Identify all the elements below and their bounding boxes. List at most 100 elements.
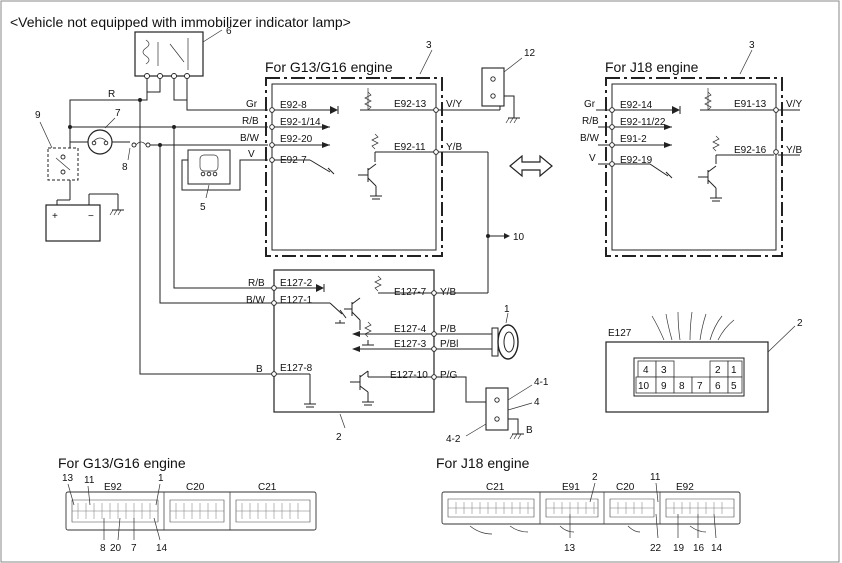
pin-e127-3: E127-3 <box>394 339 427 350</box>
svg-text:9: 9 <box>661 381 667 392</box>
pin-e92-11: E92-11 <box>394 142 426 153</box>
br-bottom-14: 14 <box>711 543 723 554</box>
connector-e127-callout: 2 <box>797 318 803 329</box>
fuse-icon <box>135 141 147 146</box>
connector-label-e92-left: E92 <box>104 482 122 493</box>
coil-callout: 1 <box>504 304 510 315</box>
svg-text:2: 2 <box>715 365 721 376</box>
switch-a-callout: 4-1 <box>534 377 549 388</box>
bl-bottom-20: 20 <box>110 543 122 554</box>
svg-text:8: 8 <box>679 381 685 392</box>
br-bottom-19: 19 <box>673 543 685 554</box>
wire-rb-left: R/B <box>242 116 259 127</box>
tach-out-callout: 10 <box>513 232 525 243</box>
fuse-box-callout: 9 <box>35 110 41 121</box>
wire-gr-right: Gr <box>584 99 596 110</box>
svg-text:−: − <box>88 211 94 222</box>
wire-pg-controller: P/G <box>440 370 457 381</box>
br-bottom-16: 16 <box>693 543 705 554</box>
pin-e127-4: E127-4 <box>394 324 427 335</box>
ground-wire-label: B <box>526 425 533 436</box>
connector-label-e91-right: E91 <box>562 482 580 493</box>
pin-e92-1-14: E92-1/14 <box>280 117 321 128</box>
lamp-icon <box>87 129 113 155</box>
svg-text:1: 1 <box>731 365 737 376</box>
coil-connector <box>491 327 499 357</box>
wire-yb-right: Y/B <box>786 145 802 156</box>
pin-e92-11-22: E92-11/22 <box>620 117 666 128</box>
dlc-callout: 12 <box>524 48 536 59</box>
pin-e127-7: E127-7 <box>394 287 427 298</box>
wire-bw-right: B/W <box>580 133 599 144</box>
svg-text:10: 10 <box>638 381 650 392</box>
main-wire-label: R <box>108 89 115 100</box>
ecm-j18-outline <box>605 77 783 257</box>
ecm-j18-heading: For J18 engine <box>605 59 699 75</box>
br-top-11: 11 <box>650 472 661 483</box>
pin-e91-2: E91-2 <box>620 134 647 145</box>
pin-e92-20: E92-20 <box>280 134 313 145</box>
controller-callout: 2 <box>336 432 342 443</box>
wire-vy-right: V/Y <box>786 99 802 110</box>
br-top-2: 2 <box>592 472 598 483</box>
dlc-connector <box>481 67 505 107</box>
switch-b-callout: 4-2 <box>446 434 461 445</box>
ecm-g13-callout: 3 <box>426 40 432 51</box>
connector-label-e92-right: E92 <box>676 482 694 493</box>
svg-text:6: 6 <box>715 381 721 392</box>
pin-e127-1: E127-1 <box>280 295 313 306</box>
equivalence-arrow-icon <box>509 154 553 178</box>
br-bottom-22: 22 <box>650 543 662 554</box>
connector-label-c20-left: C20 <box>186 482 205 493</box>
coil-antenna-icon <box>497 324 519 360</box>
pin-e92-19: E92-19 <box>620 155 653 166</box>
connector-label-c21-right: C21 <box>486 482 505 493</box>
bottom-left-heading: For G13/G16 engine <box>58 455 186 471</box>
lamp-callout: 7 <box>115 108 121 119</box>
bl-top-1: 1 <box>158 473 164 484</box>
relay <box>134 31 204 79</box>
connector-e127-bottom-row: 10 9 8 7 6 5 <box>635 376 743 394</box>
pin-e92-8: E92-8 <box>280 100 307 111</box>
ecm-g13-heading: For G13/G16 engine <box>265 59 393 75</box>
svg-text:+: + <box>52 211 58 222</box>
switch-callout: 4 <box>534 397 540 408</box>
immobilizer-controller <box>273 269 435 413</box>
wire-bw-controller: B/W <box>246 295 265 306</box>
svg-text:4: 4 <box>643 365 649 376</box>
wire-b-controller: B <box>256 364 263 375</box>
connector-e127-name: E127 <box>608 328 632 339</box>
pin-e91-13: E91-13 <box>734 99 767 110</box>
pin-e127-10: E127-10 <box>390 370 428 381</box>
bl-bottom-7: 7 <box>131 543 137 554</box>
ecm-j18-box <box>611 83 777 251</box>
wire-rb-right: R/B <box>582 116 599 127</box>
wire-pb-controller: P/B <box>440 324 456 335</box>
wire-v-right: V <box>589 153 596 164</box>
page-title: <Vehicle not equipped with immobilizer i… <box>10 14 351 30</box>
pin-e92-13: E92-13 <box>394 99 427 110</box>
sensor-callout: 5 <box>200 202 206 213</box>
bl-top-13: 13 <box>62 473 74 484</box>
bl-bottom-8: 8 <box>100 543 106 554</box>
pin-e92-14: E92-14 <box>620 100 653 111</box>
wire-bw-left: B/W <box>240 133 259 144</box>
wire-yb-left: Y/B <box>446 142 462 153</box>
svg-text:5: 5 <box>731 381 737 392</box>
ignition-switch <box>485 387 509 431</box>
pin-e92-16: E92-16 <box>734 145 767 156</box>
br-bottom-13: 13 <box>564 543 576 554</box>
pin-e127-2: E127-2 <box>280 278 313 289</box>
bl-bottom-14: 14 <box>156 543 168 554</box>
ecm-g13-outline <box>265 77 443 257</box>
bottom-right-heading: For J18 engine <box>436 455 530 471</box>
ecm-j18-callout: 3 <box>749 40 755 51</box>
wire-v-left: V <box>248 149 255 160</box>
connector-label-c21-left: C21 <box>258 482 277 493</box>
pin-e127-8: E127-8 <box>280 363 313 374</box>
wire-gr-left: Gr <box>246 99 258 110</box>
wire-vy-left: V/Y <box>446 99 462 110</box>
fuse-callout: 8 <box>122 162 128 173</box>
connector-e127-top-row: 4 3 2 1 <box>637 360 743 378</box>
svg-text:3: 3 <box>661 365 667 376</box>
